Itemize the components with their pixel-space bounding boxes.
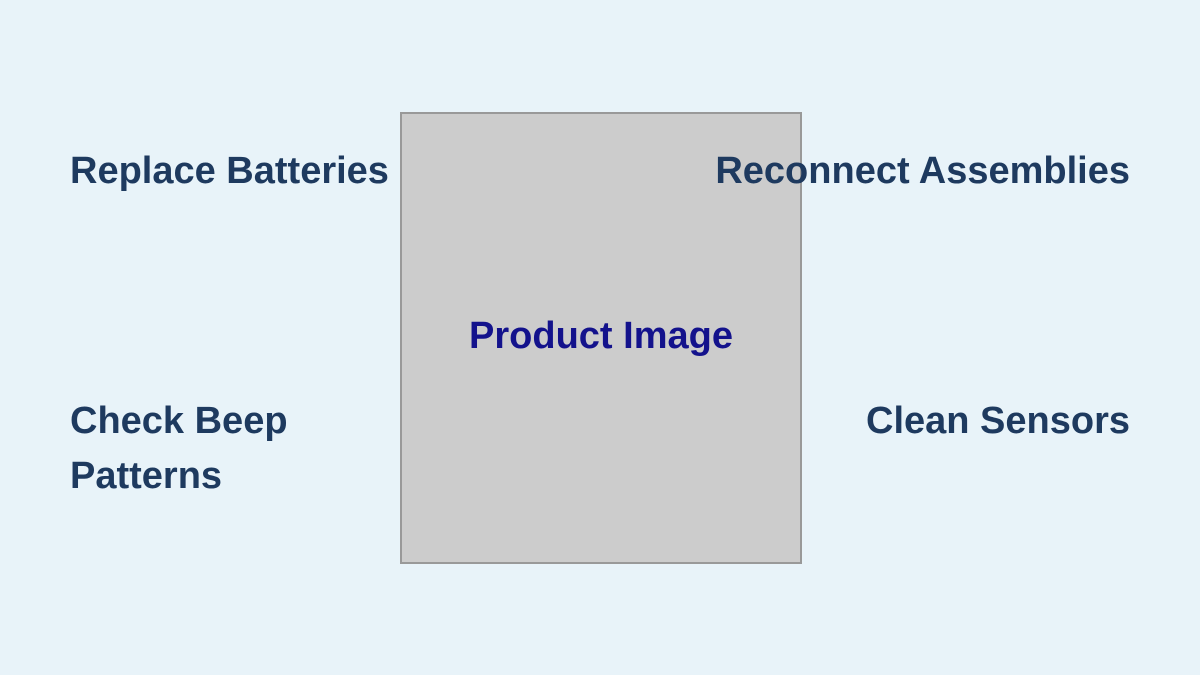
product-image-placeholder: Product Image bbox=[400, 112, 802, 564]
feature-check-beep-patterns: Check Beep Patterns bbox=[70, 400, 288, 497]
feature-replace-batteries: Replace Batteries bbox=[70, 150, 389, 192]
product-image-label: Product Image bbox=[469, 315, 733, 357]
feature-reconnect-assemblies: Reconnect Assemblies bbox=[715, 150, 1130, 192]
feature-clean-sensors: Clean Sensors bbox=[866, 400, 1130, 442]
